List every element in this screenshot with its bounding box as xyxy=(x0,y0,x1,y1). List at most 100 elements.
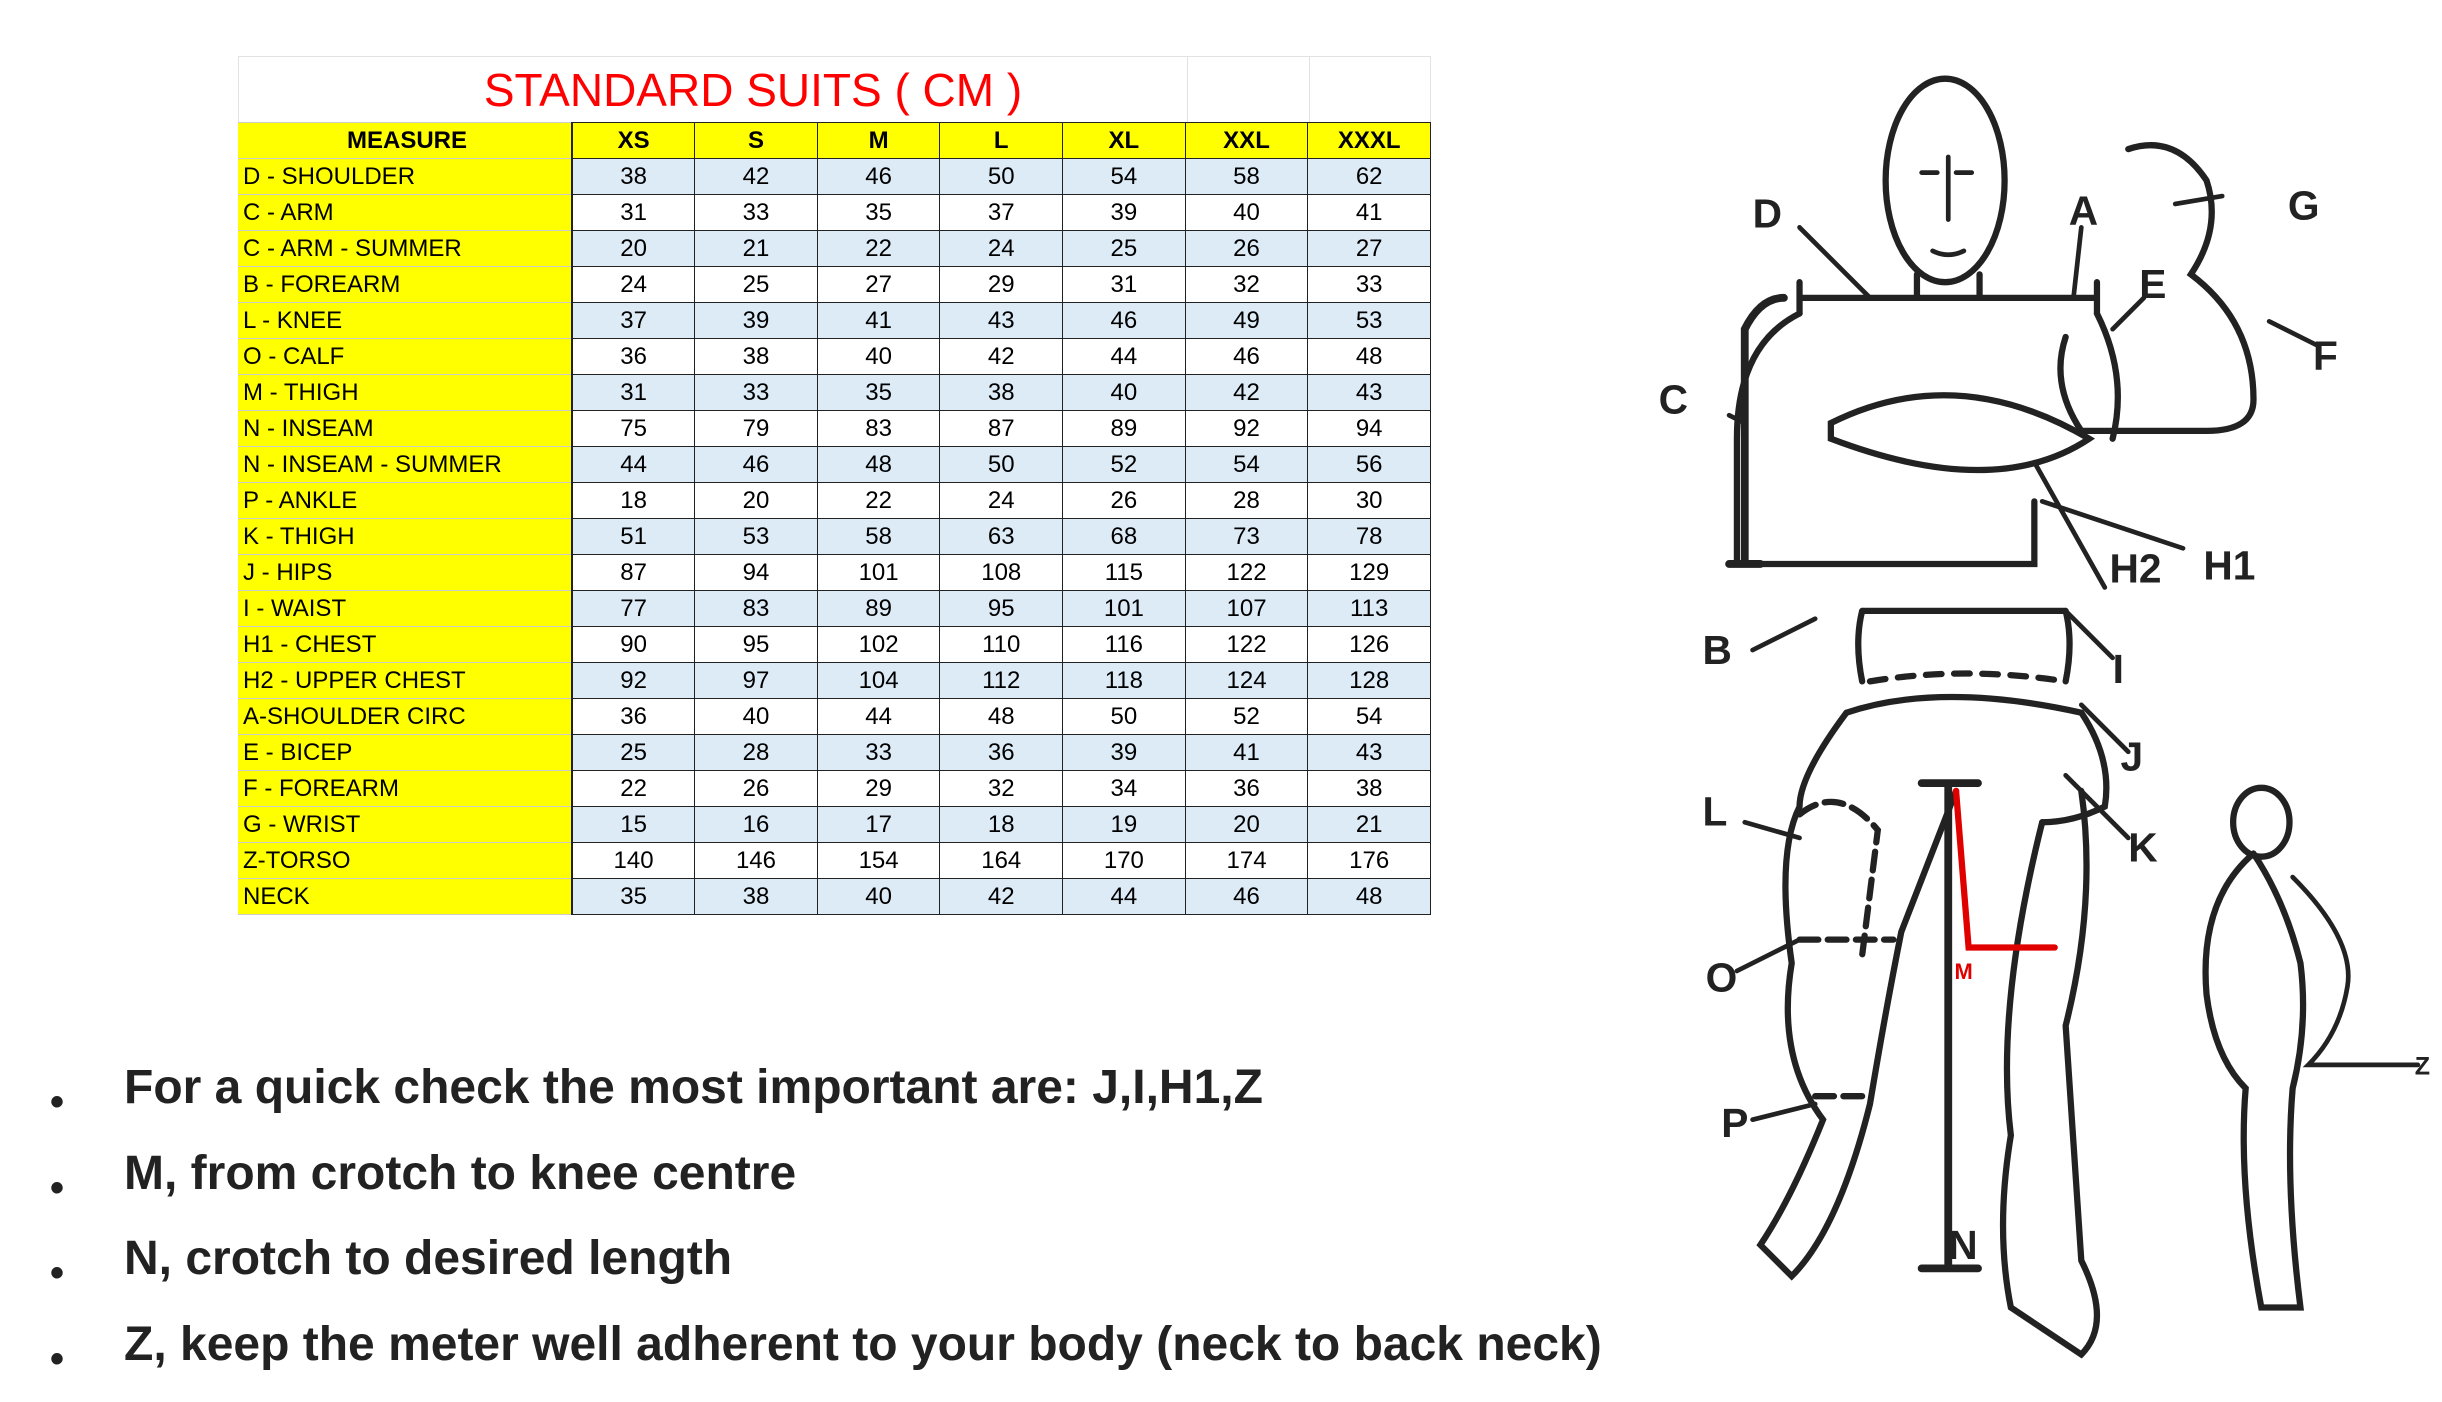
size-value: 46 xyxy=(1184,878,1309,915)
size-value: 112 xyxy=(939,662,1064,699)
size-value: 21 xyxy=(1307,806,1431,843)
size-value: 89 xyxy=(816,590,941,627)
size-value: 51 xyxy=(571,518,696,555)
size-value: 46 xyxy=(694,446,818,483)
size-value: 35 xyxy=(816,374,941,411)
note-text: Z, keep the meter well adherent to your … xyxy=(124,1317,1602,1371)
measure-label: N - INSEAM xyxy=(238,410,573,447)
size-value: 92 xyxy=(1184,410,1309,447)
size-value: 19 xyxy=(1062,806,1186,843)
note-text: N, crotch to desired length xyxy=(124,1232,733,1285)
size-value: 43 xyxy=(1307,374,1431,411)
header-size: S xyxy=(694,122,818,159)
size-value: 17 xyxy=(816,806,941,843)
size-value: 26 xyxy=(1184,230,1309,267)
size-value: 50 xyxy=(939,446,1064,483)
size-value: 170 xyxy=(1062,842,1186,879)
size-value: 94 xyxy=(694,554,818,591)
label-d: D xyxy=(1753,190,1782,236)
measure-label: B - FOREARM xyxy=(238,266,573,303)
measure-label: O - CALF xyxy=(238,338,573,375)
size-value: 25 xyxy=(1062,230,1186,267)
size-value: 25 xyxy=(694,266,818,303)
bullet-icon: • xyxy=(50,1080,65,1124)
size-value: 53 xyxy=(694,518,818,555)
measure-label: NECK xyxy=(238,878,573,915)
size-value: 49 xyxy=(1184,302,1309,339)
size-value: 107 xyxy=(1184,590,1309,627)
label-z: Z xyxy=(2415,1052,2430,1080)
size-value: 62 xyxy=(1307,158,1431,195)
measure-label: K - THIGH xyxy=(238,518,573,555)
measure-label: I - WAIST xyxy=(238,590,573,627)
size-value: 18 xyxy=(571,482,696,519)
note-text: M, from crotch to knee centre xyxy=(124,1146,797,1200)
size-value: 44 xyxy=(816,698,941,735)
size-value: 38 xyxy=(694,878,818,915)
size-value: 77 xyxy=(571,590,696,627)
size-value: 33 xyxy=(694,374,818,411)
size-value: 75 xyxy=(571,410,696,447)
label-o: O xyxy=(1706,954,1738,1000)
measure-label: N - INSEAM - SUMMER xyxy=(238,446,573,483)
size-value: 32 xyxy=(1184,266,1309,303)
measure-label: M - THIGH xyxy=(238,374,573,411)
size-value: 16 xyxy=(694,806,818,843)
bullet-icon: • xyxy=(50,1251,65,1295)
size-value: 48 xyxy=(816,446,941,483)
size-value: 46 xyxy=(1062,302,1186,339)
header-size: M xyxy=(816,122,941,159)
body-measurement-diagram: D A G E F C H2 H1 B I J L K O M P N Z xyxy=(1659,75,2430,1359)
size-value: 40 xyxy=(816,338,941,375)
size-value: 42 xyxy=(939,338,1064,375)
side-figure-icon xyxy=(2202,784,2421,1311)
header-size: XXXL xyxy=(1307,122,1431,159)
size-value: 28 xyxy=(694,734,818,771)
size-value: 36 xyxy=(571,698,696,735)
size-value: 29 xyxy=(816,770,941,807)
measure-label: H2 - UPPER CHEST xyxy=(238,662,573,699)
size-value: 34 xyxy=(1062,770,1186,807)
size-value: 126 xyxy=(1307,626,1431,663)
label-i: I xyxy=(2113,646,2124,692)
size-value: 18 xyxy=(939,806,1064,843)
measure-label: P - ANKLE xyxy=(238,482,573,519)
size-value: 90 xyxy=(571,626,696,663)
size-value: 41 xyxy=(1307,194,1431,231)
size-value: 94 xyxy=(1307,410,1431,447)
size-value: 87 xyxy=(571,554,696,591)
header-size: XL xyxy=(1062,122,1186,159)
size-value: 36 xyxy=(1184,770,1309,807)
size-value: 31 xyxy=(571,374,696,411)
size-value: 129 xyxy=(1307,554,1431,591)
size-value: 87 xyxy=(939,410,1064,447)
label-h2: H2 xyxy=(2109,546,2161,592)
size-value: 40 xyxy=(1062,374,1186,411)
size-value: 68 xyxy=(1062,518,1186,555)
size-value: 176 xyxy=(1307,842,1431,879)
label-n: N xyxy=(1948,1222,1977,1268)
measure-label: C - ARM xyxy=(238,194,573,231)
size-value: 39 xyxy=(1062,734,1186,771)
measure-label: J - HIPS xyxy=(238,554,573,591)
size-value: 95 xyxy=(694,626,818,663)
label-k: K xyxy=(2128,824,2157,870)
label-f: F xyxy=(2313,333,2338,379)
size-value: 24 xyxy=(939,482,1064,519)
size-value: 42 xyxy=(1184,374,1309,411)
header-size: XS xyxy=(571,122,696,159)
size-chart-title-row: STANDARD SUITS ( CM ) xyxy=(238,56,1431,122)
size-value: 104 xyxy=(816,662,941,699)
bullet-icon: • xyxy=(50,1336,65,1381)
size-value: 44 xyxy=(1062,338,1186,375)
